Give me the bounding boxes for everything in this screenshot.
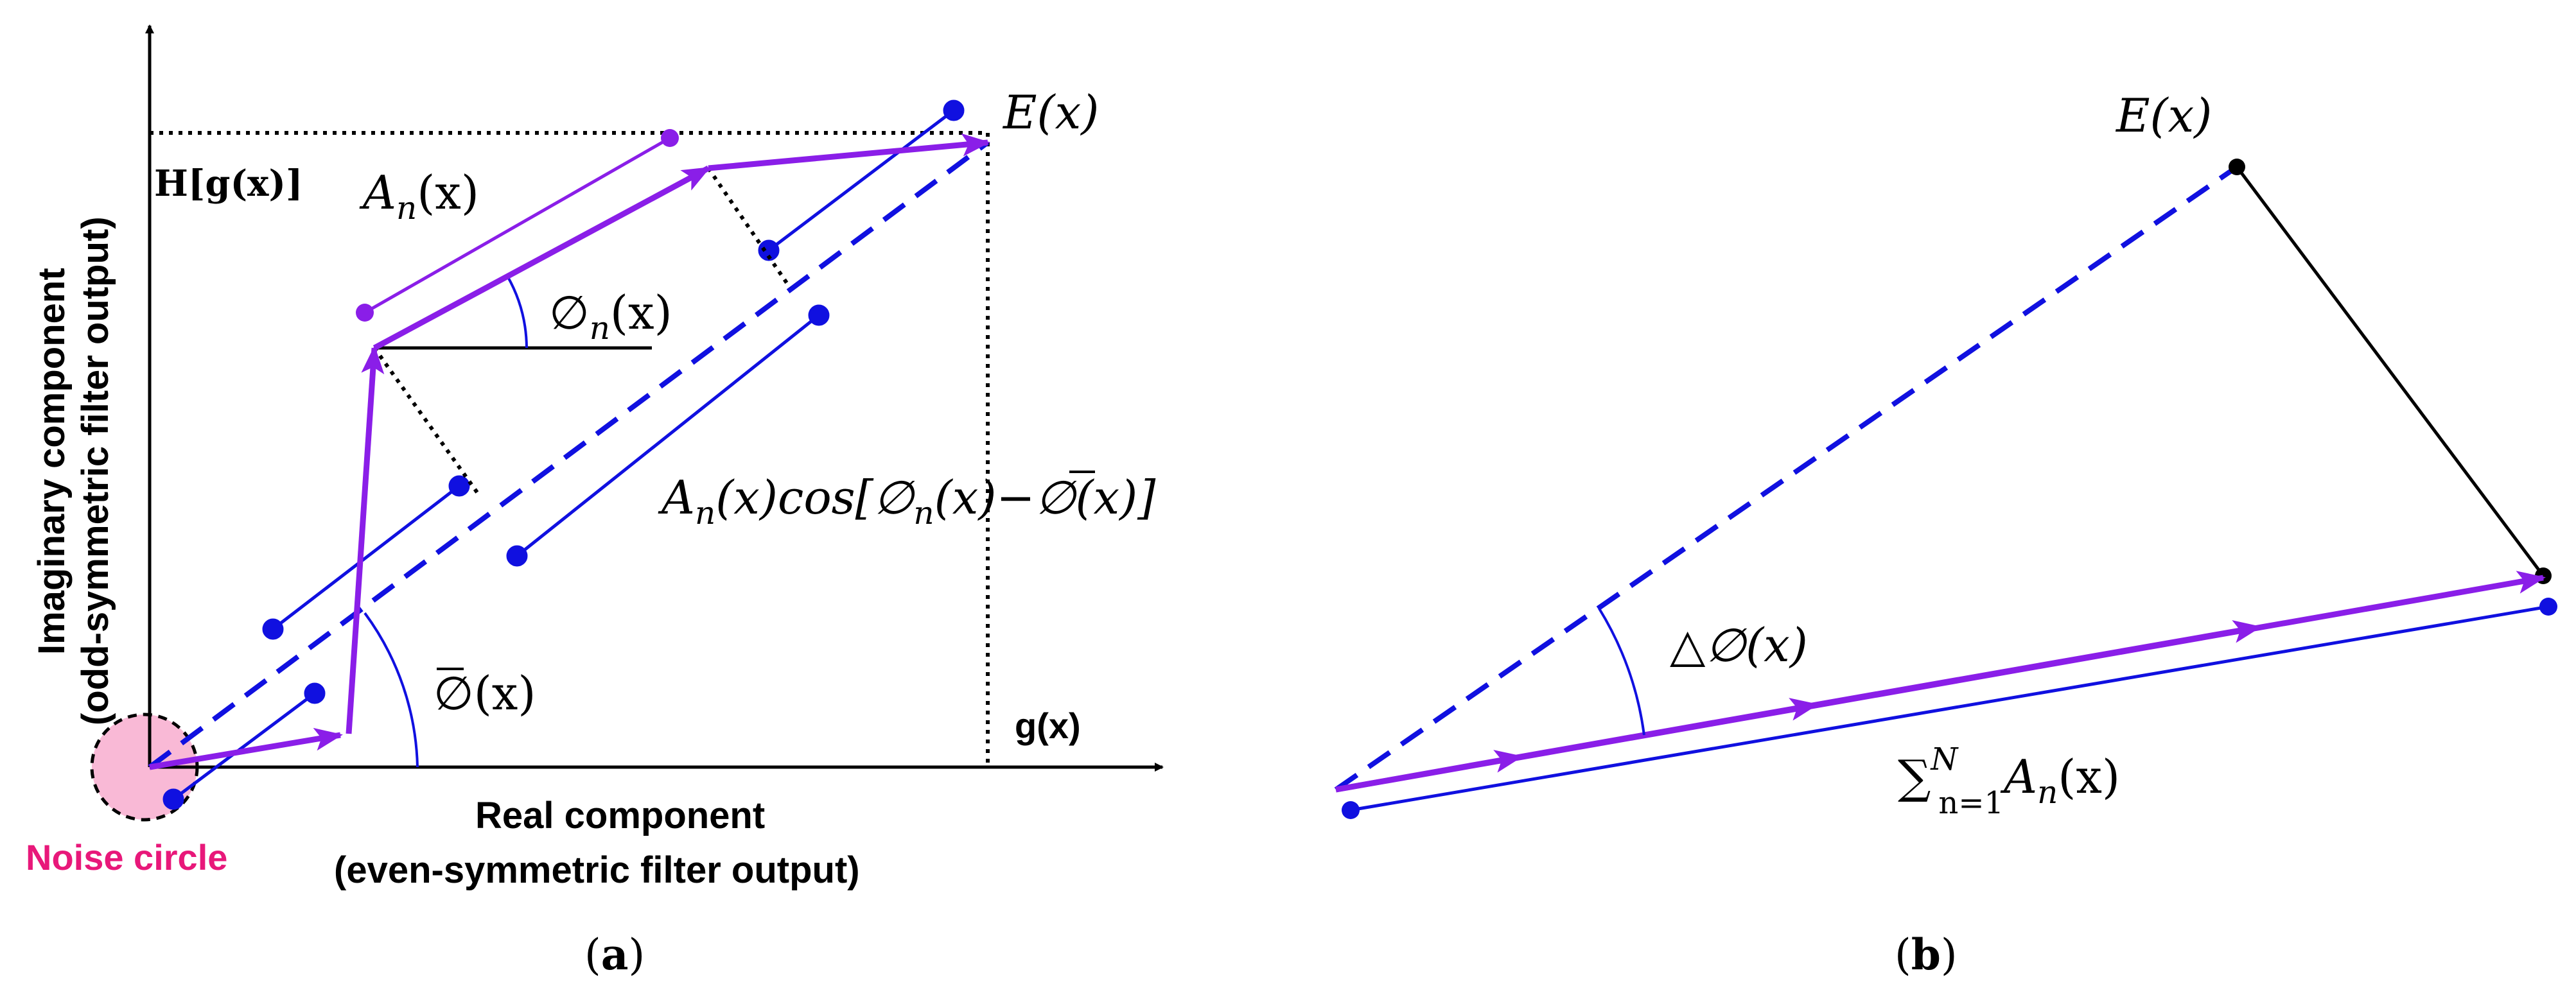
chain-arrow-2 bbox=[1509, 698, 1819, 762]
chain-arrow-3 bbox=[1804, 620, 2262, 710]
panel-a: Imaginary component (odd-symmetric filte… bbox=[26, 24, 1164, 980]
projection-label: An(x)cos[∅n(x)−∅(x)] bbox=[658, 471, 1156, 532]
perpendicular-2 bbox=[706, 167, 792, 289]
caption-b: (b) bbox=[1895, 930, 1958, 980]
delta-phase-arc bbox=[1598, 607, 1645, 736]
sum-vector bbox=[1350, 605, 2549, 812]
g-label: g(x) bbox=[1015, 705, 1081, 746]
noise-circle-label: Noise circle bbox=[26, 837, 227, 878]
amplitude-segment-start bbox=[356, 304, 374, 322]
energy-connector bbox=[2235, 166, 2545, 577]
mean-phase-label: ∅(x) bbox=[434, 666, 536, 720]
summed-vector-chain bbox=[149, 133, 990, 770]
caption-a: (a) bbox=[584, 930, 645, 980]
amplitude-parallel-segment bbox=[364, 136, 671, 315]
chain-arrow-1 bbox=[1335, 750, 1523, 793]
x-axis-label-line1: Real component bbox=[475, 795, 765, 836]
sum-vector-end bbox=[2539, 598, 2557, 616]
y-axis-label-line2: (odd-symmetric filter output) bbox=[74, 216, 116, 725]
phase-angle-arc bbox=[506, 275, 528, 349]
perpendicular-1 bbox=[372, 347, 480, 496]
energy-vector-dashed-b bbox=[1334, 164, 2239, 792]
amplitude-label: An(x) bbox=[359, 166, 479, 227]
mean-phase-angle-arc bbox=[364, 612, 419, 768]
phase-label: ∅n(x) bbox=[549, 286, 672, 347]
x-axis-label-line2: (even-symmetric filter output) bbox=[334, 849, 860, 891]
energy-vector-dashed bbox=[148, 140, 990, 770]
energy-point bbox=[2229, 159, 2245, 175]
energy-label-b: E(x) bbox=[2115, 89, 2212, 143]
y-axis-label-line1: Imaginary component bbox=[31, 268, 73, 655]
delta-phase-label: △∅(x) bbox=[1670, 618, 1808, 672]
amplitude-segment-end bbox=[661, 129, 679, 147]
energy-label-a: E(x) bbox=[1002, 85, 1099, 139]
hilbert-label: H[g(x)] bbox=[154, 162, 302, 205]
sum-vector-start bbox=[1342, 801, 1360, 819]
parallel-projections bbox=[162, 100, 965, 810]
